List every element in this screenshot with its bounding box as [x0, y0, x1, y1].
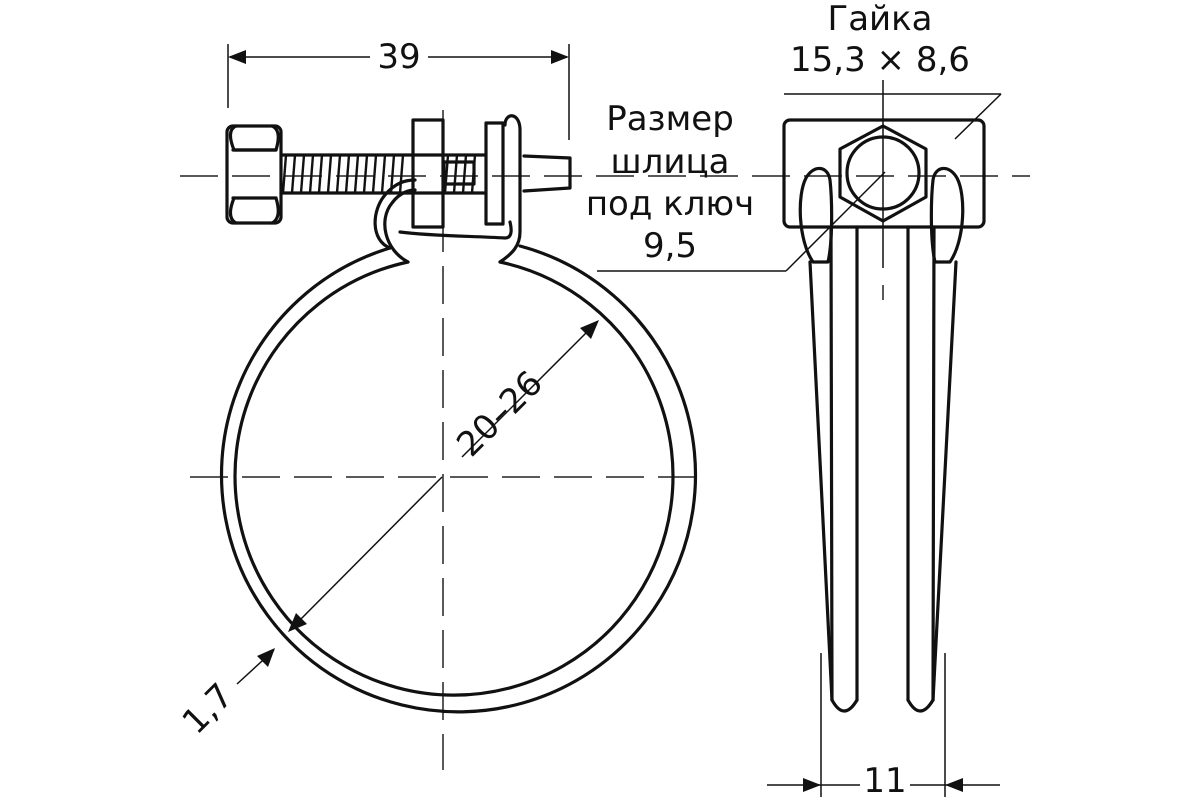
front-view — [180, 44, 1030, 770]
label-slot-size: 9,5 — [642, 226, 698, 266]
bracket-body — [782, 118, 986, 229]
label-slot-line1: Размер — [606, 99, 734, 139]
right-tine-tip — [906, 698, 935, 713]
ring-outer — [219, 244, 698, 714]
dimension-39 — [227, 44, 570, 140]
screw-tip — [522, 154, 572, 193]
dimension-thickness — [236, 648, 275, 685]
label-nut: Гайка — [827, 0, 933, 39]
left-wire-loop — [798, 166, 834, 264]
side-view — [597, 80, 1002, 797]
label-slot-line2: шлица — [610, 142, 730, 182]
hex-bolt-head — [225, 124, 283, 225]
dimension-11 — [767, 653, 1000, 797]
hex-nut-end — [838, 124, 928, 223]
right-wire-loop — [929, 166, 965, 264]
label-slot-line3: под ключ — [585, 184, 755, 224]
front-plate — [411, 118, 445, 229]
label-width: 11 — [863, 761, 907, 801]
screw-end-circle — [845, 135, 921, 211]
label-nut-size: 15,3 × 8,6 — [790, 40, 970, 80]
wire-loop-bottom — [398, 220, 513, 240]
label-screw-length: 39 — [377, 37, 421, 77]
threaded-shank — [279, 153, 487, 195]
wire-loop-right — [498, 114, 522, 264]
wire-loop-inner — [383, 188, 417, 264]
ring-inner — [233, 260, 675, 697]
wire-loop-outer — [373, 178, 417, 250]
left-tine-tip — [830, 698, 859, 713]
rear-plate — [484, 121, 505, 226]
dimension-diameter — [288, 320, 599, 632]
